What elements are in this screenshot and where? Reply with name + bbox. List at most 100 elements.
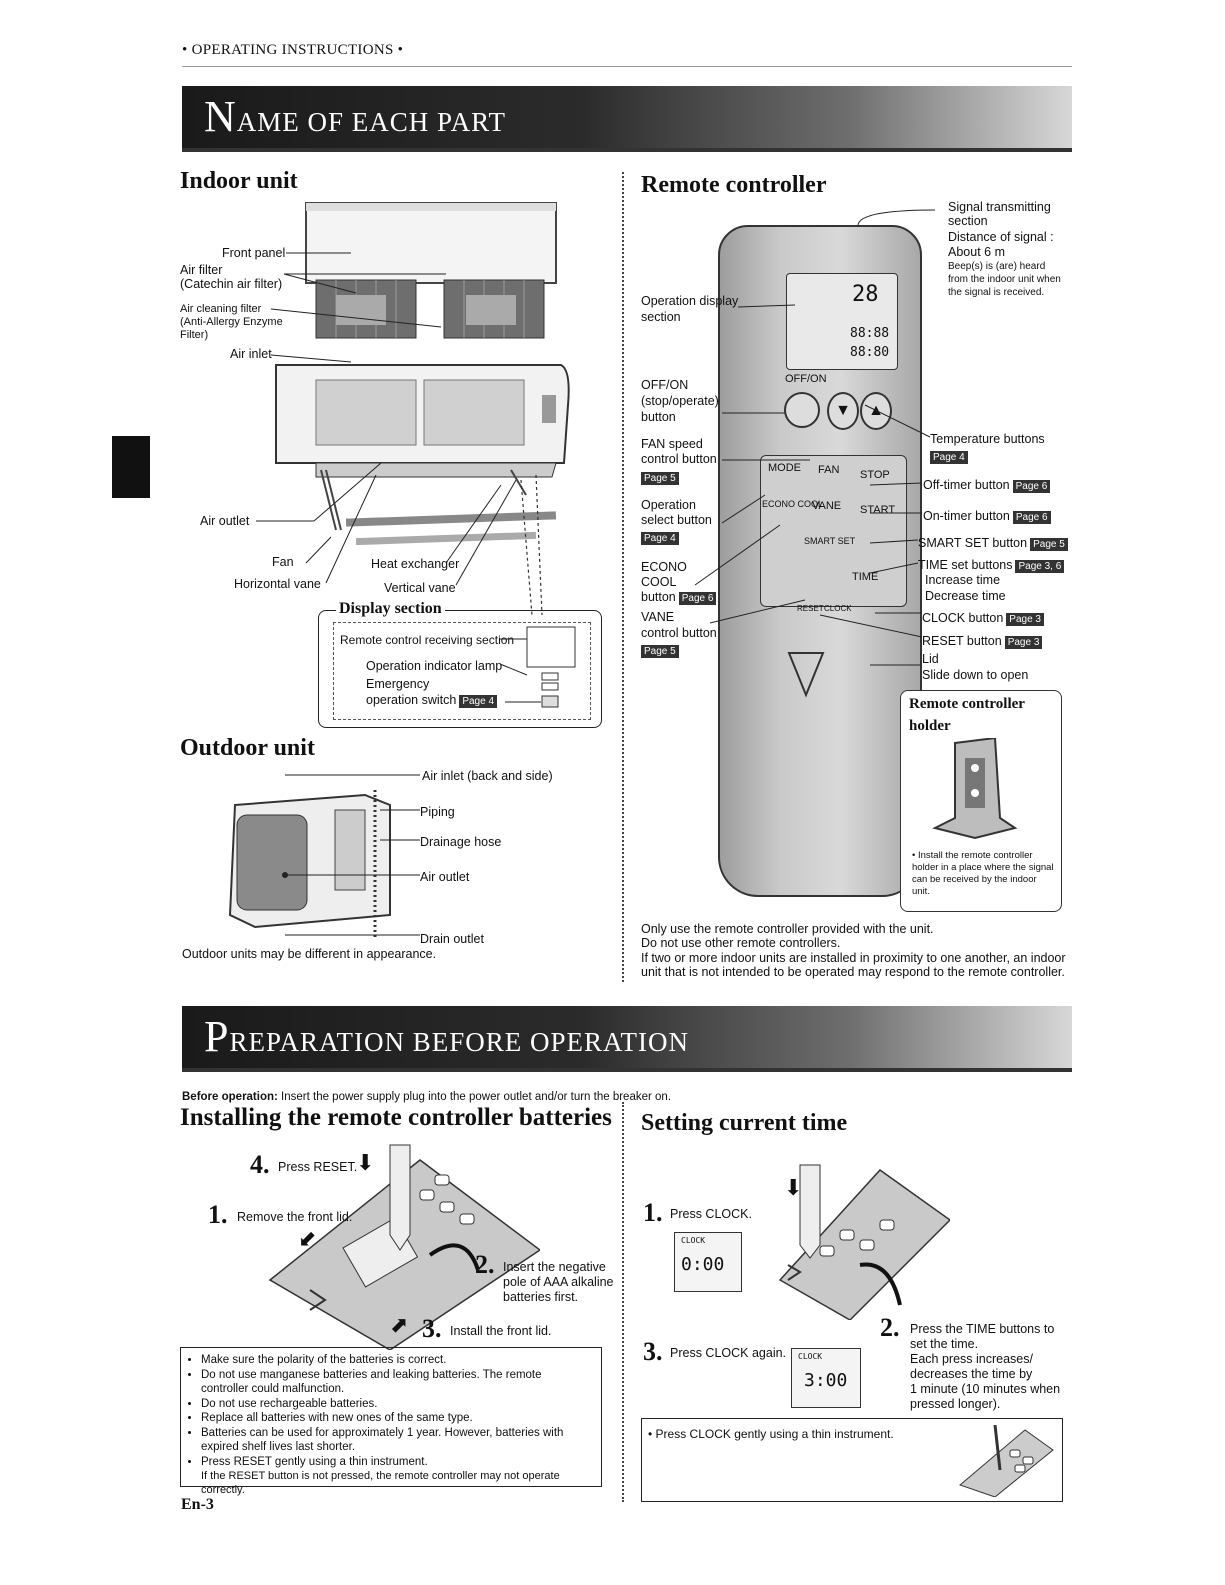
btn-time[interactable]: TIME — [852, 571, 879, 583]
clock-note: • Press CLOCK gently using a thin instru… — [648, 1427, 894, 1441]
clock-note-box: • Press CLOCK gently using a thin instru… — [641, 1418, 1063, 1502]
remote-note1: Only use the remote controller provided … — [641, 922, 934, 936]
label-receiving-section: Remote control receiving section — [340, 633, 515, 647]
btn-reset[interactable]: RESET — [797, 604, 824, 613]
label-fan-speed2: control button — [641, 452, 717, 466]
arrow-down-icon: ⬇ — [356, 1150, 375, 1175]
holder-illustration — [932, 738, 1018, 840]
time-step2-d: decreases the time by — [910, 1367, 1033, 1381]
time-step2-e: 1 minute (10 minutes when — [910, 1382, 1061, 1396]
banner-name-of-each-part: NAME OF EACH PART — [182, 86, 1072, 152]
label-outdoor-air-outlet: Air outlet — [420, 870, 470, 884]
btn-stop[interactable]: STOP — [860, 469, 890, 481]
label-temp-buttons: Temperature buttons — [930, 432, 1045, 446]
label-outdoor-air-inlet: Air inlet (back and side) — [422, 769, 553, 783]
remote-note3: If two or more indoor units are installe… — [641, 951, 1066, 965]
remote-controller-title: Remote controller — [641, 172, 827, 198]
page-ref-opsel: Page 4 — [641, 528, 679, 546]
outdoor-unit-title: Outdoor unit — [180, 735, 315, 761]
column-divider — [622, 172, 624, 982]
page-ref: Page 4 — [459, 695, 498, 708]
lcd-clock-2: CLOCK 3:00 — [791, 1348, 861, 1408]
indoor-unit-illustration — [256, 202, 570, 615]
lcd-time2: 88:80 — [850, 345, 890, 360]
lcd-temp: 28 — [852, 282, 879, 307]
bullet-6: Press RESET gently using a thin instrume… — [201, 1455, 591, 1470]
label-decrease: Decrease time — [925, 589, 1006, 603]
label-piping: Piping — [420, 805, 455, 819]
bullet-3: Do not use rechargeable batteries. — [201, 1397, 591, 1412]
label-opsel: Operation — [641, 498, 696, 512]
label-lid: Lid — [922, 652, 939, 666]
holder-title2: holder — [909, 718, 951, 734]
bullet-1: Make sure the polarity of the batteries … — [201, 1353, 591, 1368]
label-signal2: section — [948, 214, 988, 228]
btn-fan[interactable]: FAN — [818, 464, 840, 476]
btn-mode[interactable]: MODE — [768, 462, 801, 474]
label-heat-exchanger: Heat exchanger — [371, 557, 460, 571]
time-step1-number: 1. — [643, 1198, 663, 1227]
btn-smartset[interactable]: SMART SET — [804, 536, 856, 546]
label-cleaning-filter-sub2: Filter) — [180, 329, 209, 341]
bullet-2: Do not use manganese batteries and leaki… — [201, 1368, 591, 1397]
label-signal1: Signal transmitting — [948, 200, 1051, 214]
remote-note4: unit that is not intended to be operated… — [641, 965, 1065, 979]
banner-title: PREPARATION BEFORE OPERATION — [204, 1012, 690, 1061]
bullet-4: Replace all batteries with new ones of t… — [201, 1411, 591, 1426]
page-ref-vane: Page 5 — [641, 641, 679, 659]
outdoor-note: Outdoor units may be different in appear… — [182, 947, 437, 961]
running-header: • OPERATING INSTRUCTIONS • — [182, 42, 404, 58]
step4-number: 4. — [250, 1150, 270, 1179]
battery-notes-box: Make sure the polarity of the batteries … — [180, 1347, 602, 1496]
label-signal4: About 6 m — [948, 245, 1005, 259]
page-number: En-3 — [181, 1496, 214, 1513]
section-tab — [112, 436, 150, 498]
holder-note: • Install the remote controller holder i… — [912, 850, 1054, 897]
label-indicator-lamp: Operation indicator lamp — [366, 659, 503, 673]
step1-number: 1. — [208, 1200, 228, 1229]
label-offon: OFF/ON — [641, 378, 689, 392]
arrow-up-right-icon: ⬈ — [390, 1312, 409, 1337]
btn-econo[interactable]: ECONO COOL — [762, 499, 824, 509]
battery-illustration — [268, 1144, 540, 1350]
banner-title: NAME OF EACH PART — [204, 92, 506, 141]
step2-text-b: pole of AAA alkaline — [503, 1275, 614, 1289]
lcd-clock-label: CLOCK — [798, 1352, 823, 1361]
label-cleaning-filter-sub: (Anti-Allergy Enzyme — [180, 316, 283, 328]
label-signal5: Beep(s) is (are) heard — [948, 261, 1046, 272]
arrow-down-icon-2: ⬇ — [784, 1175, 803, 1200]
label-lid2: Slide down to open — [922, 668, 1029, 682]
label-op-display2: section — [641, 310, 681, 324]
label-econo2: COOL — [641, 575, 677, 589]
label-front-panel: Front panel — [222, 246, 286, 260]
time-step2-c: Each press increases/ — [910, 1352, 1033, 1366]
clock-illustration — [778, 1164, 950, 1320]
time-step2-b: set the time. — [910, 1337, 979, 1351]
holder-title1: Remote controller — [909, 696, 1025, 712]
lcd-clock-value: 3:00 — [804, 1370, 848, 1391]
remote-display — [786, 273, 898, 370]
label-signal6: from the indoor unit when — [948, 274, 1061, 285]
step1-text: Remove the front lid. — [237, 1210, 353, 1224]
temp-down-button[interactable]: ▼ — [827, 392, 859, 430]
label-econo: ECONO — [641, 560, 687, 574]
btn-clock[interactable]: CLOCK — [824, 604, 852, 613]
label-opsel2: select button — [641, 513, 712, 527]
step2-text-a: Insert the negative — [503, 1260, 606, 1274]
lcd-clock-value: 0:00 — [681, 1254, 725, 1275]
page-ref-temp: Page 4 — [930, 447, 968, 465]
lcd-time1: 88:88 — [850, 326, 890, 341]
time-step2-number: 2. — [880, 1313, 900, 1342]
bullet-last: If the RESET button is not pressed, the … — [201, 1470, 560, 1496]
display-panel-icon — [499, 626, 576, 708]
bullet-5: Batteries can be used for approximately … — [201, 1426, 591, 1455]
banner-preparation: PREPARATION BEFORE OPERATION — [182, 1006, 1072, 1072]
time-step2-f: pressed longer). — [910, 1397, 1001, 1411]
offon-button[interactable] — [784, 392, 820, 428]
btn-vane[interactable]: VANE — [812, 500, 842, 512]
label-op-display: Operation display — [641, 294, 739, 308]
